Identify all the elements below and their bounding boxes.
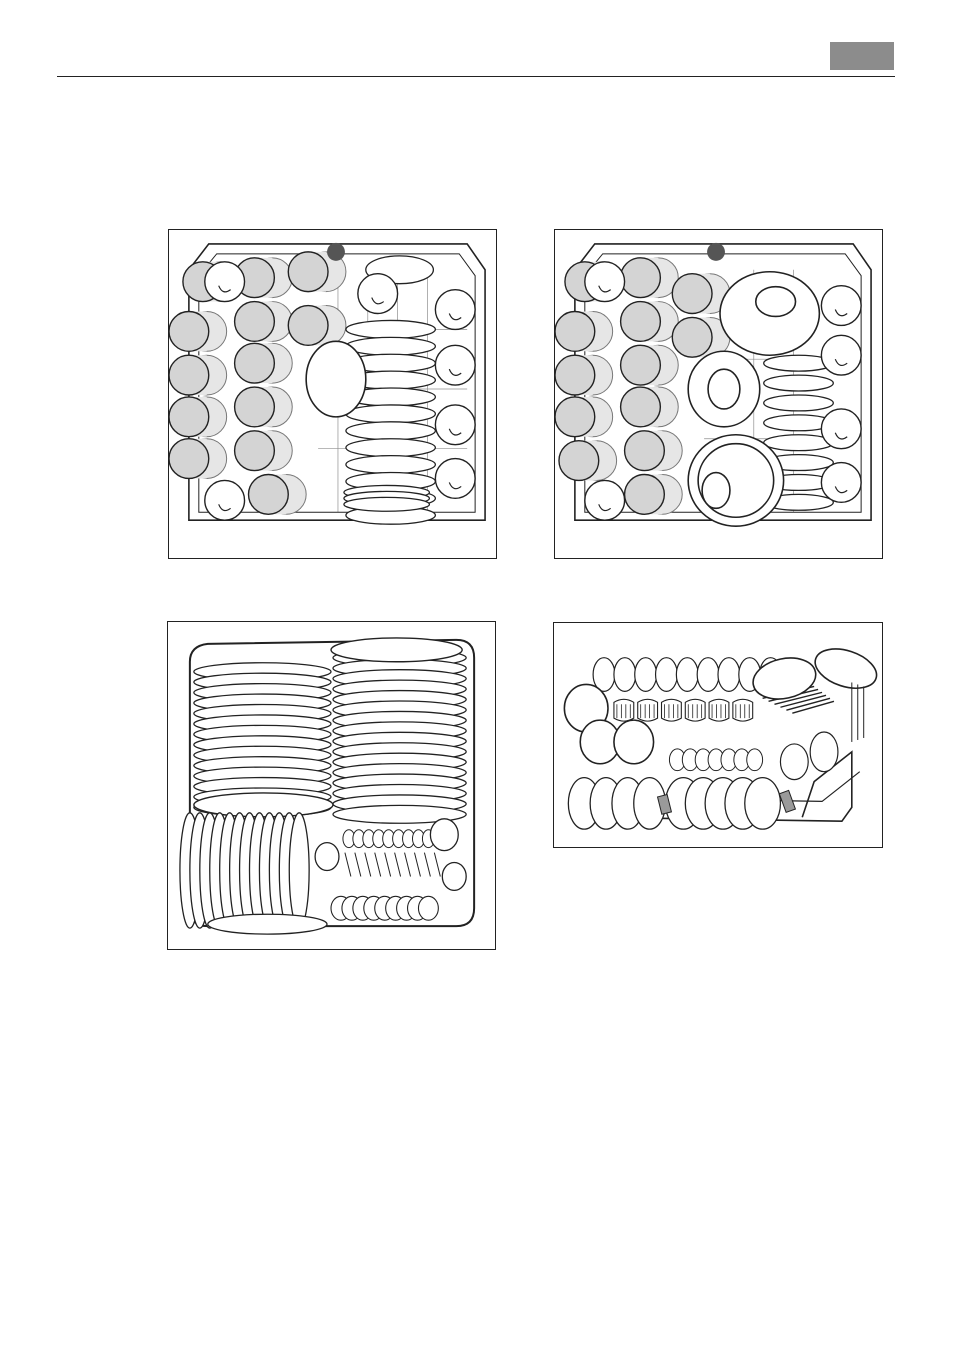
- figure-upper-basket-bowls: [554, 229, 883, 559]
- figure-cutlery-basket: [553, 622, 883, 848]
- language-tab: [830, 42, 894, 70]
- cutlery-basket-icon: [554, 623, 882, 847]
- figure-lower-basket: [167, 621, 496, 950]
- figure-upper-basket-plates: [168, 229, 497, 559]
- upper-basket-glasses-cups-plates-icon: [169, 230, 496, 558]
- header-rule: [57, 76, 895, 77]
- lower-basket-plates-cutlery-icon: [168, 622, 495, 949]
- upper-basket-glasses-cups-bowls-icon: [555, 230, 882, 558]
